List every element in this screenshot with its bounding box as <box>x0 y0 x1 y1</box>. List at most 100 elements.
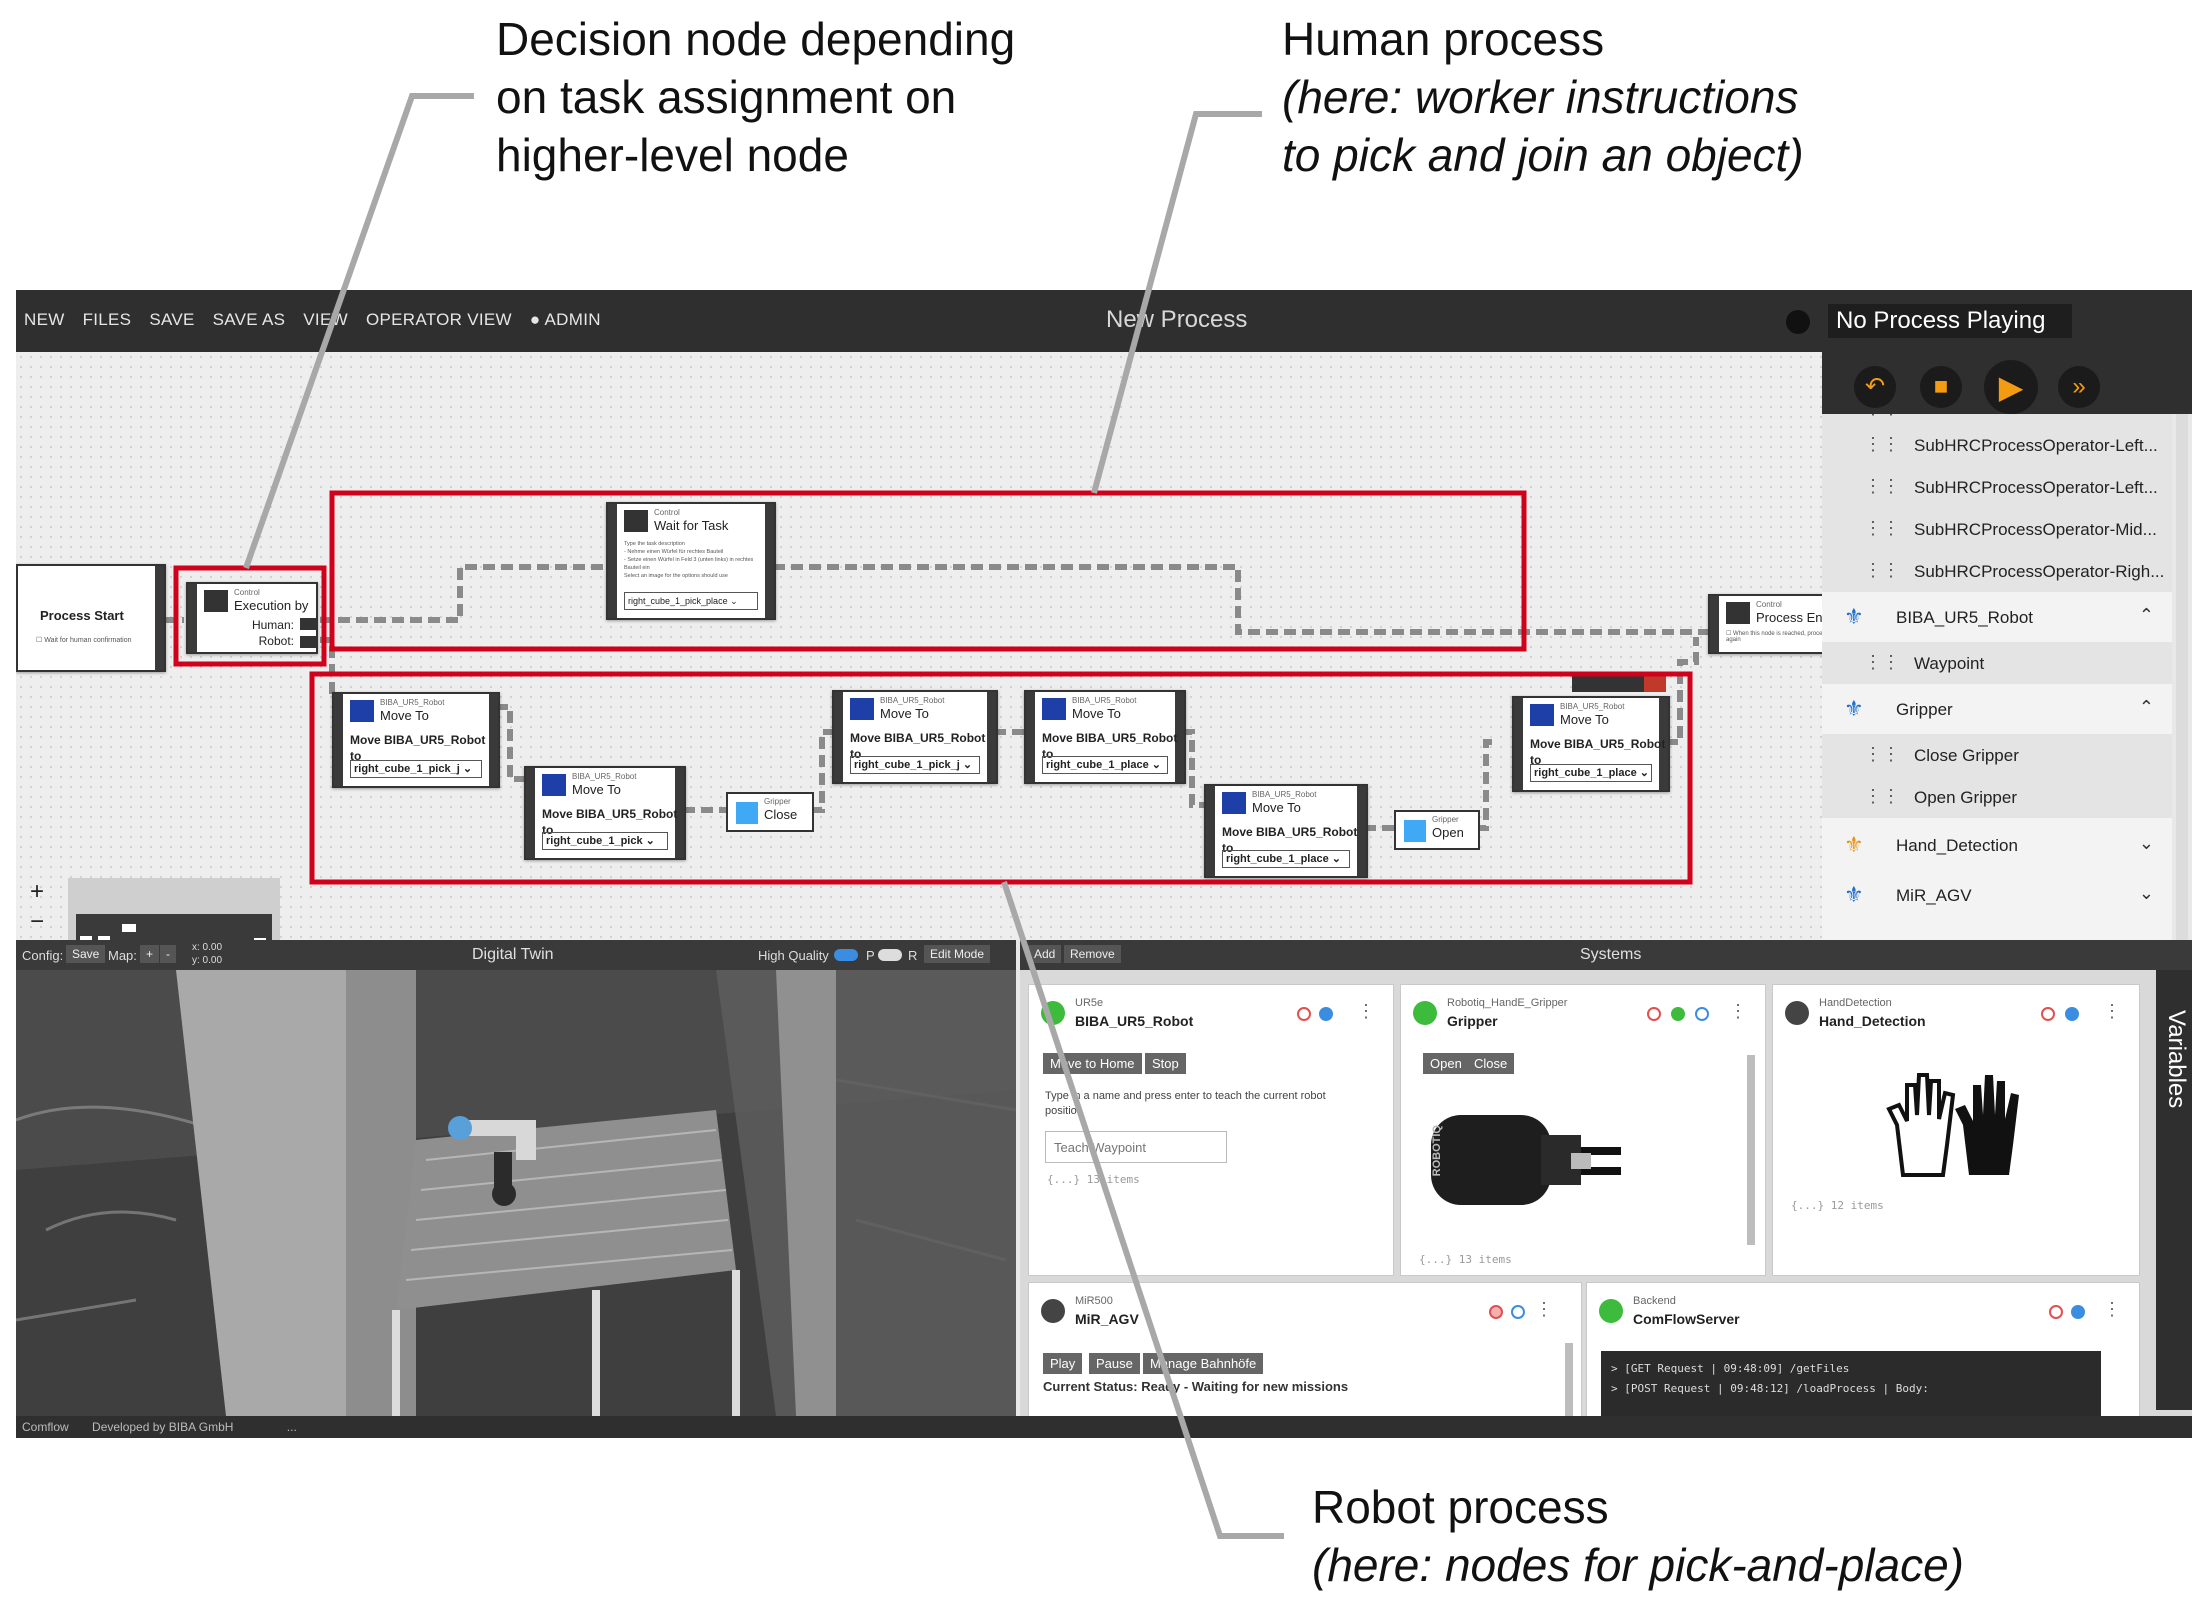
drag-handle-icon[interactable]: ⋮⋮ <box>1864 560 1900 580</box>
library-group-biba-ur5-robot[interactable]: ⚜BIBA_UR5_Robot⌃ <box>1822 596 2172 638</box>
process-end-checkbox[interactable]: ☐ When this node is reached, process aga… <box>1726 631 1829 643</box>
stop-icon[interactable]: ■ <box>1920 366 1962 408</box>
drag-handle-icon[interactable]: ⋮⋮ <box>1864 518 1900 538</box>
process-start-node[interactable]: Process Start ☐ Wait for human confirmat… <box>16 564 166 672</box>
card-scrollbar[interactable] <box>1565 1343 1573 1416</box>
status-ring-icon[interactable] <box>1647 1007 1661 1021</box>
drag-handle-icon[interactable]: ⋮⋮ <box>1864 744 1900 764</box>
menu-save-as[interactable]: SAVE AS <box>212 310 286 329</box>
library-item[interactable]: ⋮⋮SubHRCProcessOperator-Left... <box>1822 424 2172 466</box>
library-group-gripper[interactable]: ⚜Gripper⌃ <box>1822 688 2172 730</box>
execution-by-node[interactable]: Control Execution by Human: Robot: <box>186 582 318 654</box>
waypoint-select[interactable]: right_cube_1_place ⌄ <box>1042 756 1168 774</box>
chevron-up-icon[interactable]: ⌃ <box>2138 605 2154 625</box>
gripper-close-button[interactable]: Close <box>1467 1053 1515 1074</box>
status-ring-icon[interactable] <box>1695 1007 1709 1021</box>
mir-play-button[interactable]: Play <box>1043 1353 1083 1374</box>
more-options-icon[interactable]: ⋮ <box>1535 1299 1553 1319</box>
status-ring-icon[interactable] <box>1297 1007 1311 1021</box>
status-ring-icon[interactable] <box>1319 1007 1333 1021</box>
status-ring-icon[interactable] <box>2065 1007 2079 1021</box>
more-options-icon[interactable]: ⋮ <box>2103 1299 2121 1319</box>
move-to-node[interactable]: BIBA_UR5_Robot Move To Move BIBA_UR5_Rob… <box>524 766 686 860</box>
map-zoom-out-button[interactable]: - <box>160 945 176 963</box>
library-item[interactable]: ⋮⋮Open Gripper <box>1822 776 2172 818</box>
waypoint-select[interactable]: right_cube_1_pick ⌄ <box>542 832 668 850</box>
json-tree-toggle[interactable]: {...} 13 items <box>1419 1253 1512 1266</box>
wait-for-task-node[interactable]: Control Wait for Task Type the task desc… <box>606 502 776 620</box>
gripper-open-button[interactable]: Open <box>1423 1053 1469 1074</box>
library-group-hand-detection[interactable]: ⚜Hand_Detection⌄ <box>1822 824 2172 866</box>
move-to-node[interactable]: BIBA_UR5_Robot Move To Move BIBA_UR5_Rob… <box>832 690 998 784</box>
status-ring-icon[interactable] <box>1489 1305 1503 1319</box>
p-r-toggle[interactable] <box>878 949 902 961</box>
robot-output-port[interactable] <box>300 636 316 648</box>
menu-view[interactable]: VIEW <box>303 310 348 329</box>
chevron-down-icon[interactable]: ⌄ <box>2138 833 2154 853</box>
drag-handle-icon[interactable]: ⋮⋮ <box>1864 786 1900 806</box>
move-to-node[interactable]: BIBA_UR5_Robot Move To Move BIBA_UR5_Rob… <box>1204 784 1368 878</box>
library-item[interactable]: ⋮⋮Waypoint <box>1822 642 2172 684</box>
move-to-node[interactable]: BIBA_UR5_Robot Move To Move BIBA_UR5_Rob… <box>1024 690 1186 784</box>
status-ring-icon[interactable] <box>1511 1305 1525 1319</box>
waypoint-select[interactable]: right_cube_1_place ⌄ <box>1222 850 1350 868</box>
task-select[interactable]: right_cube_1_pick_place ⌄ <box>624 592 758 610</box>
menu-files[interactable]: FILES <box>82 310 132 329</box>
library-group-mir-agv[interactable]: ⚜MiR_AGV⌄ <box>1822 874 2172 916</box>
manage-stations-button[interactable]: Manage Bahnhöfe <box>1143 1353 1264 1374</box>
mir-pause-button[interactable]: Pause <box>1089 1353 1140 1374</box>
status-ring-icon[interactable] <box>1671 1007 1685 1021</box>
process-end-node[interactable]: Control Process End ☐ When this node is … <box>1708 594 1836 654</box>
process-start-checkbox[interactable]: ☐ Wait for human confirmation <box>36 637 132 644</box>
json-tree-toggle[interactable]: {...} 12 items <box>1791 1199 1884 1212</box>
chevron-down-icon[interactable]: ⌄ <box>2138 883 2154 903</box>
fast-forward-icon[interactable]: » <box>2058 366 2100 408</box>
undo-icon[interactable]: ↶ <box>1854 366 1896 408</box>
card-scrollbar[interactable] <box>1747 1055 1755 1245</box>
remove-system-button[interactable]: Remove <box>1064 945 1121 963</box>
library-scrollbar[interactable] <box>2176 414 2188 940</box>
waypoint-select[interactable]: right_cube_1_pick_j ⌄ <box>850 756 980 774</box>
more-options-icon[interactable]: ⋮ <box>1357 1001 1375 1021</box>
drag-handle-icon[interactable]: ⋮⋮ <box>1864 434 1900 454</box>
digital-twin-panel[interactable]: Config: Save Map: + - x: 0.00 y: 0.00 Di… <box>16 940 1016 1416</box>
library-item[interactable]: ⋮⋮SubHRCProcessOperator-Mid... <box>1822 508 2172 550</box>
more-options-icon[interactable]: ⋮ <box>2103 1001 2121 1021</box>
node-toolbar[interactable] <box>1572 676 1666 692</box>
process-canvas[interactable]: Process Start ☐ Wait for human confirmat… <box>16 352 1836 998</box>
library-item[interactable]: ⋮⋮SubHRCProcessOperator-Righ... <box>1822 550 2172 592</box>
menu-new[interactable]: NEW <box>24 310 65 329</box>
menu-admin[interactable]: ● ADMIN <box>530 310 601 330</box>
play-icon[interactable]: ▶ <box>1984 360 2038 414</box>
json-tree-toggle[interactable]: {...} 13 items <box>1047 1173 1140 1186</box>
config-save-button[interactable]: Save <box>66 945 106 963</box>
status-ring-icon[interactable] <box>2041 1007 2055 1021</box>
gripper-close-node[interactable]: Gripper Close <box>726 792 814 832</box>
chevron-up-icon[interactable]: ⌃ <box>2138 697 2154 717</box>
move-to-home-button[interactable]: Move to Home <box>1043 1053 1142 1074</box>
menu-save[interactable]: SAVE <box>149 310 195 329</box>
zoom-in-button[interactable]: + <box>30 878 45 905</box>
move-to-node[interactable]: BIBA_UR5_Robot Move To Move BIBA_UR5_Rob… <box>332 692 500 788</box>
edit-mode-button[interactable]: Edit Mode <box>924 945 991 963</box>
status-ring-icon[interactable] <box>2049 1305 2063 1319</box>
human-output-port[interactable] <box>300 618 316 630</box>
library-item[interactable]: ⋮⋮Close Gripper <box>1822 734 2172 776</box>
gripper-open-node[interactable]: Gripper Open <box>1394 810 1480 850</box>
drag-handle-icon[interactable]: ⋮⋮ <box>1864 476 1900 496</box>
add-system-button[interactable]: Add <box>1028 945 1062 963</box>
move-to-node[interactable]: BIBA_UR5_Robot Move To Move BIBA_UR5_Rob… <box>1512 696 1670 792</box>
variables-tab[interactable]: Variables <box>2156 970 2192 1410</box>
waypoint-select[interactable]: right_cube_1_place ⌄ <box>1530 764 1652 782</box>
waypoint-select[interactable]: right_cube_1_pick_j ⌄ <box>350 760 482 778</box>
map-zoom-in-button[interactable]: + <box>140 945 160 963</box>
delete-node-icon[interactable] <box>1644 676 1666 692</box>
3d-scene[interactable] <box>16 970 1016 1416</box>
stop-button[interactable]: Stop <box>1145 1053 1186 1074</box>
menu-operator-view[interactable]: OPERATOR VIEW <box>365 310 512 329</box>
more-options-icon[interactable]: ⋮ <box>1729 1001 1747 1021</box>
zoom-out-button[interactable]: − <box>30 908 45 935</box>
library-item[interactable]: ⋮⋮SubHRCProcessOperator-Left... <box>1822 466 2172 508</box>
teach-waypoint-input[interactable] <box>1045 1131 1227 1163</box>
drag-handle-icon[interactable]: ⋮⋮ <box>1864 414 1900 419</box>
